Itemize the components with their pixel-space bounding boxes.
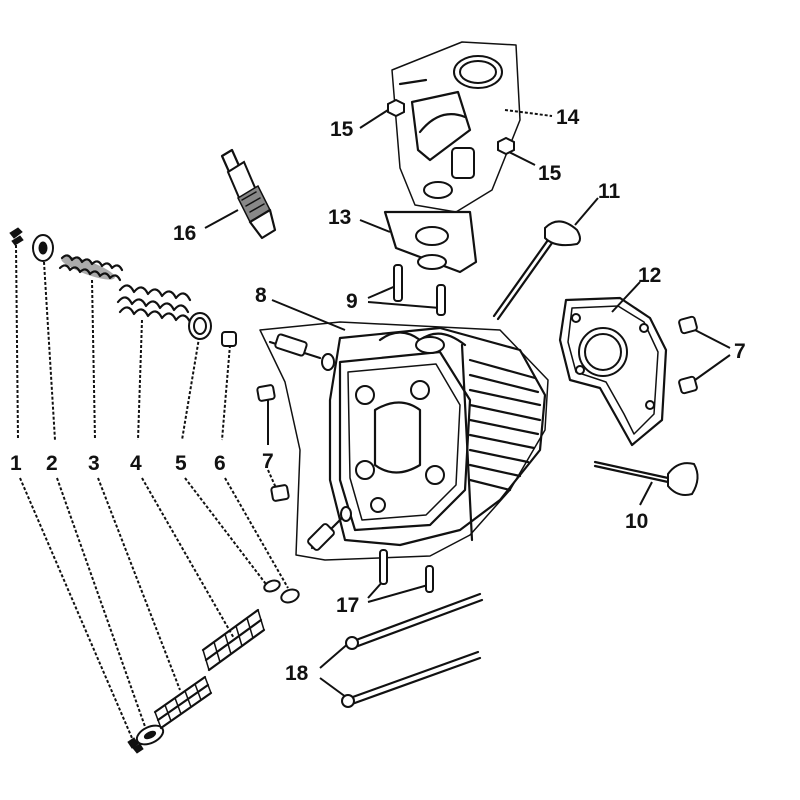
top-dowel-pins	[393, 264, 446, 316]
inner-valve-spring-bottom	[153, 675, 213, 730]
callout-16: 16	[173, 222, 196, 245]
spring-retainer-bottom	[135, 724, 165, 746]
callout-8: 8	[255, 284, 267, 307]
intake-valve	[492, 220, 581, 321]
callout-12: 12	[638, 264, 661, 287]
head-bolts	[341, 592, 484, 708]
manifold-nuts	[387, 98, 515, 156]
intake-manifold	[391, 41, 521, 213]
cylinder-head	[259, 321, 549, 561]
spring-seat	[188, 312, 281, 593]
callout-10: 10	[625, 510, 648, 533]
intake-gasket	[383, 210, 478, 274]
valve-stem-seal	[221, 331, 300, 604]
callout-15-left: 15	[330, 118, 354, 141]
callout-4: 4	[130, 452, 142, 475]
spring-retainer-top	[32, 234, 54, 262]
callout-18: 18	[285, 662, 309, 685]
callout-1: 1	[10, 452, 22, 475]
callout-7-right: 7	[734, 340, 746, 363]
callout-7-left: 7	[262, 450, 274, 473]
inner-valve-spring-top	[58, 254, 124, 282]
callout-5: 5	[175, 452, 187, 475]
cylinder-gasket	[558, 296, 668, 447]
callout-13: 13	[328, 206, 351, 229]
callout-14: 14	[556, 106, 580, 129]
callout-11: 11	[598, 180, 621, 203]
bottom-dowel-pins	[379, 549, 434, 593]
outer-valve-spring-top	[116, 284, 192, 324]
exhaust-valve	[593, 460, 699, 496]
valve-keeper-top	[9, 227, 24, 246]
dowel-pins	[256, 315, 698, 502]
callout-17: 17	[336, 594, 359, 617]
callout-6: 6	[214, 452, 226, 475]
callout-9: 9	[346, 290, 358, 313]
callout-2: 2	[46, 452, 58, 475]
callout-labels: 1 2 3 4 5 6 7 7 8 9 10 11 12 13 14 15 15…	[10, 106, 746, 685]
callout-15-right: 15	[538, 162, 562, 185]
spark-plug	[220, 148, 277, 240]
callout-3: 3	[88, 452, 100, 475]
valve-keeper-bottom	[127, 737, 144, 754]
outer-valve-spring-bottom	[201, 608, 266, 672]
